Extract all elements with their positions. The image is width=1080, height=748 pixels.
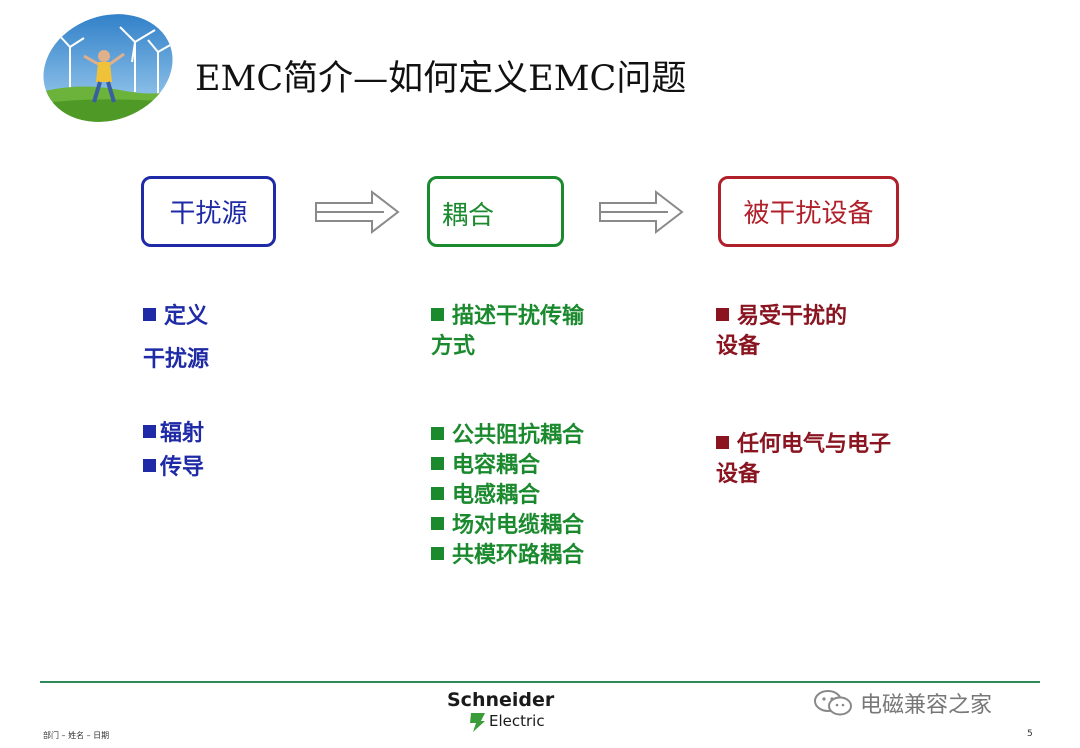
- victim-device-box: 被干扰设备: [718, 176, 899, 247]
- list-item: 电感耦合: [452, 483, 541, 508]
- bullet-square-icon: [716, 308, 729, 321]
- coupling-def-line2: 方式: [431, 334, 476, 359]
- bullet-square-icon: [143, 425, 156, 438]
- victim-def-line2: 设备: [716, 334, 761, 359]
- bullet-square-icon: [431, 457, 444, 470]
- coupling-definition: 描述干扰传输 方式: [431, 302, 584, 362]
- interference-source-box: 干扰源: [141, 176, 276, 247]
- list-item: 场对电缆耦合: [452, 513, 585, 538]
- victim-definition: 易受干扰的 设备: [716, 302, 847, 362]
- logo-photo: [40, 12, 176, 124]
- victim-items: 任何电气与电子 设备: [716, 430, 891, 490]
- source-def-line1: 定义: [164, 304, 209, 329]
- list-item: 辐射: [160, 421, 205, 446]
- slide-title: EMC简介—如何定义EMC问题: [195, 59, 687, 99]
- list-item: 传导: [160, 455, 205, 480]
- bullet-square-icon: [143, 308, 156, 321]
- brand-sub: Electric: [489, 712, 545, 730]
- coupling-box: 耦合: [427, 176, 564, 247]
- source-def-line2: 干扰源: [143, 347, 210, 372]
- schneider-leaf-icon: [470, 713, 485, 732]
- bullet-square-icon: [431, 517, 444, 530]
- bullet-square-icon: [716, 436, 729, 449]
- watermark-text: 电磁兼容之家: [860, 693, 993, 718]
- bullet-square-icon: [431, 427, 444, 440]
- victim-def-line1: 易受干扰的: [737, 304, 848, 329]
- list-item: 共模环路耦合: [452, 543, 585, 568]
- footer-divider: [40, 681, 1040, 683]
- bullet-square-icon: [431, 487, 444, 500]
- list-item: 公共阻抗耦合: [452, 423, 585, 448]
- page-number: 5: [1027, 729, 1033, 739]
- coupling-def-line1: 描述干扰传输: [452, 304, 585, 329]
- wechat-icon: [814, 690, 852, 716]
- brand-name: Schneider: [447, 689, 555, 711]
- victim-item-line2: 设备: [716, 462, 761, 487]
- source-definition: 定义: [143, 302, 208, 332]
- coupling-items: 公共阻抗耦合 电容耦合 电感耦合 场对电缆耦合 共模环路耦合: [431, 421, 584, 571]
- bullet-square-icon: [143, 459, 156, 472]
- footer-department-text: 部门 – 姓名 – 日期: [43, 731, 110, 740]
- bullet-square-icon: [431, 547, 444, 560]
- arrow-right-icon: [598, 188, 684, 236]
- victim-item-line1: 任何电气与电子: [737, 432, 892, 457]
- list-item: 电容耦合: [452, 453, 541, 478]
- bullet-square-icon: [431, 308, 444, 321]
- schneider-electric-logo: Schneider Electric: [447, 689, 577, 737]
- watermark: 电磁兼容之家: [812, 686, 992, 720]
- source-items: 辐射 传导: [143, 419, 204, 483]
- arrow-right-icon: [314, 188, 400, 236]
